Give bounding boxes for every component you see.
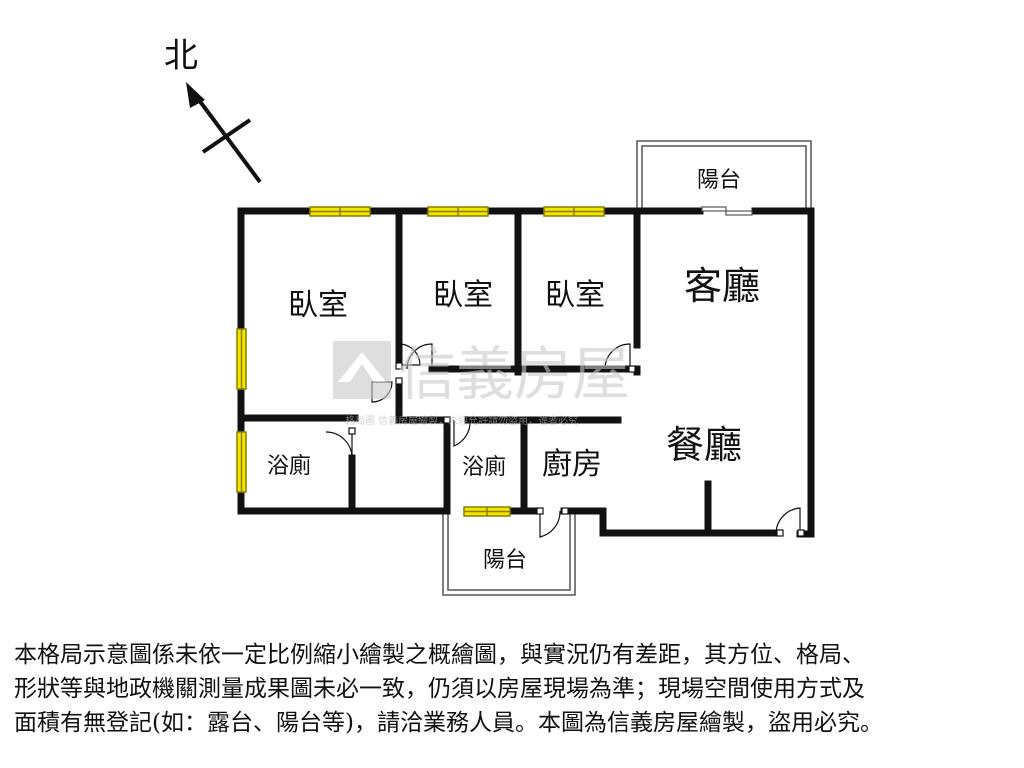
door-bath-mid: [453, 419, 471, 447]
window-bottom: [463, 506, 511, 517]
room-bathroom-left: 浴廁: [267, 454, 311, 479]
door-bedroom-mid: [406, 343, 433, 370]
watermark: 信義房屋 格局圖 信義房屋繪製，未經允許請勿盜用，違者必究: [333, 340, 630, 427]
watermark-fine-print: 格局圖 信義房屋繪製，未經允許請勿盜用，違者必究: [345, 414, 578, 427]
disclaimer-text: 本格局示意圖係未依一定比例縮小繪製之概繪圖，與實況仍有差距，其方位、格局、 形狀…: [14, 638, 1014, 740]
balcony-top-outline: [636, 140, 812, 211]
door-balcony-bottom: [539, 510, 561, 538]
door-bedroom-right: [604, 343, 631, 370]
room-living: 客廳: [684, 264, 760, 308]
compass-crossbar: [201, 118, 252, 154]
room-kitchen: 廚房: [542, 447, 602, 482]
disclaimer-line-2: 形狀等與地政機關測量成果圖未必一致，仍須以房屋現場為準；現場空間使用方式及: [14, 676, 865, 702]
window-top-2: [427, 206, 489, 217]
door-jambs: [348, 362, 805, 537]
compass-arrowhead: [186, 82, 205, 108]
door-swings: [325, 343, 801, 538]
north-compass: 北: [164, 36, 262, 184]
windows: [236, 206, 605, 517]
room-bedroom-left: 臥室: [288, 288, 348, 323]
watermark-logo-icon: [333, 341, 391, 399]
window-top-1: [309, 206, 371, 217]
door-bedroom-left: [398, 343, 421, 366]
disclaimer-line-1: 本格局示意圖係未依一定比例縮小繪製之概繪圖，與實況仍有差距，其方位、格局、: [14, 642, 865, 668]
window-left-2: [236, 431, 247, 493]
room-bedroom-mid: 臥室: [433, 278, 493, 313]
compass-needle: [194, 94, 262, 184]
door-entry: [775, 507, 801, 534]
room-bedroom-right: 臥室: [545, 278, 605, 313]
room-dining: 餐廳: [666, 423, 742, 467]
sliding-door: [701, 206, 753, 216]
window-left-1: [236, 328, 247, 390]
room-balcony-bottom: 陽台: [483, 548, 527, 573]
watermark-brand: 信義房屋: [398, 340, 630, 408]
door-bath-left: [325, 431, 353, 459]
room-bathroom-mid: 浴廁: [462, 455, 506, 480]
compass-north-label: 北: [164, 36, 198, 76]
balcony-bottom-outline: [442, 512, 576, 596]
floor-plan: 北: [164, 36, 815, 596]
room-balcony-top: 陽台: [697, 168, 741, 193]
disclaimer-line-3: 面積有無登記(如：露台、陽台等)，請洽業務人員。本圖為信義房屋繪製，盜用必究。: [14, 710, 883, 736]
window-top-3: [543, 206, 605, 217]
